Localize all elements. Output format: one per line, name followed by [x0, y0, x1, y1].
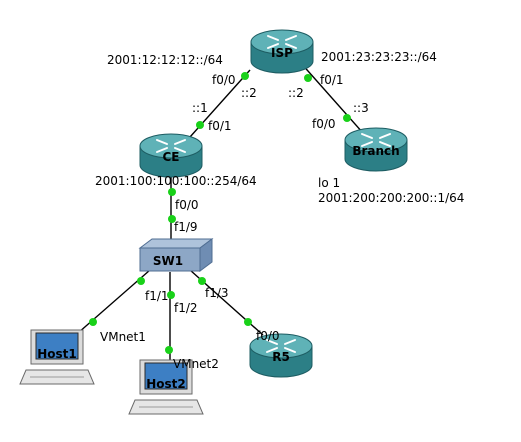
router-r5[interactable]: R5 — [249, 333, 313, 378]
port-label-branch-f00: f0/0 — [312, 117, 336, 131]
router-branch-label: Branch — [352, 144, 399, 158]
port-dot-sw-f11 — [137, 277, 145, 285]
network-labels: 2001:12:12:12::/64 2001:23:23:23::/64 20… — [95, 50, 464, 205]
port-dot-host1 — [89, 318, 97, 326]
port-label-ce-f00: f0/0 — [175, 198, 199, 212]
pc-host2[interactable]: Host2 — [128, 359, 204, 415]
router-r5-label: R5 — [272, 350, 290, 364]
port-dot-isp-f00 — [241, 72, 249, 80]
pc-host1[interactable]: Host1 — [19, 329, 95, 385]
port-dot-ce-f00 — [168, 188, 176, 196]
port-dot-sw-f13 — [198, 277, 206, 285]
switch-sw1-label: SW1 — [153, 254, 183, 268]
port-label-sw-f19: f1/9 — [174, 220, 198, 234]
net-branch-lo-addr: 2001:200:200:200::1/64 — [318, 191, 464, 205]
port-dot-ce-f01 — [196, 121, 204, 129]
router-branch[interactable]: Branch — [344, 127, 408, 172]
port-dots — [89, 72, 351, 354]
pc-host2-label: Host2 — [146, 377, 186, 391]
port-label-isp-branch-branch-host: ::3 — [353, 101, 369, 115]
port-dot-r5-f00 — [244, 318, 252, 326]
port-label-r5-f00: f0/0 — [256, 329, 280, 343]
net-isp-branch: 2001:23:23:23::/64 — [321, 50, 437, 64]
router-ce[interactable]: CE — [139, 133, 203, 178]
port-label-vmnet1: VMnet1 — [100, 330, 146, 344]
port-dot-host2 — [165, 346, 173, 354]
port-label-sw-f11: f1/1 — [145, 289, 169, 303]
pc-host1-label: Host1 — [37, 347, 77, 361]
switch-sw1[interactable]: SW1 — [138, 238, 214, 272]
link-isp-branch — [299, 61, 364, 134]
link-sw1-host1 — [69, 269, 151, 341]
port-label-ce-f01: f0/1 — [208, 119, 232, 133]
port-label-isp-ce-isp-host: ::2 — [241, 86, 257, 100]
net-branch-lo-name: lo 1 — [318, 176, 340, 190]
router-isp[interactable]: ISP — [250, 29, 314, 74]
port-labels: f0/0 ::2 f0/1 ::2 ::1 f0/1 ::3 f0/0 f0/0… — [100, 73, 369, 371]
port-label-sw-f12: f1/2 — [174, 301, 198, 315]
port-dot-branch-f00 — [343, 114, 351, 122]
port-label-vmnet2: VMnet2 — [173, 357, 219, 371]
port-label-isp-f01: f0/1 — [320, 73, 344, 87]
port-label-isp-branch-isp-host: ::2 — [288, 86, 304, 100]
router-ce-label: CE — [162, 150, 179, 164]
router-isp-label: ISP — [271, 46, 293, 60]
port-label-isp-ce-ce-host: ::1 — [192, 101, 208, 115]
port-dot-isp-f01 — [304, 74, 312, 82]
port-label-sw-f13: f1/3 — [205, 286, 229, 300]
port-label-isp-f00: f0/0 — [212, 73, 236, 87]
port-dot-sw-f19 — [168, 215, 176, 223]
links — [69, 61, 364, 370]
net-isp-ce: 2001:12:12:12::/64 — [107, 53, 223, 67]
net-ce-lan: 2001:100:100:100::254/64 — [95, 174, 257, 188]
port-dot-sw-f12 — [167, 291, 175, 299]
